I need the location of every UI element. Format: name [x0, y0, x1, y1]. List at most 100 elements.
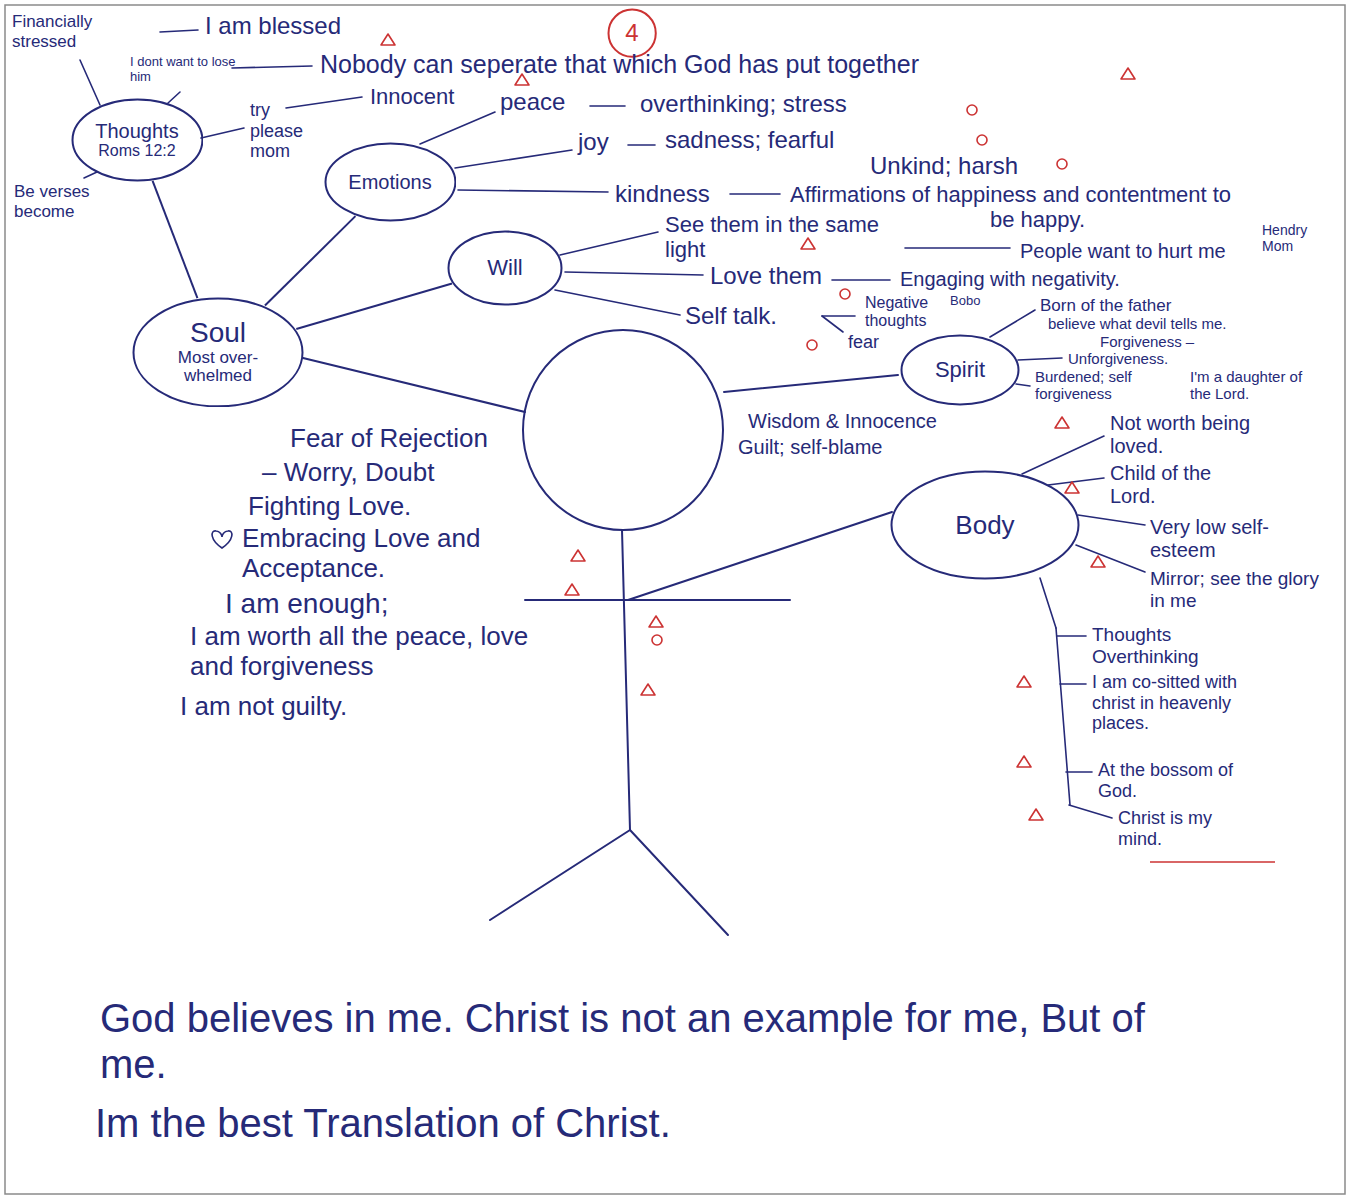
circle-mark	[967, 105, 977, 115]
node-outline	[608, 9, 655, 56]
mind-map-circle: ThoughtsRoms 12:2	[71, 98, 204, 182]
mind-map-circle: Body	[890, 470, 1080, 580]
note-text: Engaging with negativity.	[900, 268, 1120, 291]
dash-line	[160, 30, 198, 32]
mind-map-circle: Will	[447, 230, 563, 306]
dash-line	[590, 105, 625, 107]
note-text: Negative thoughts	[865, 294, 955, 331]
underline-mark	[1150, 861, 1275, 863]
dash-line	[730, 193, 780, 195]
bracket-tick	[1066, 771, 1092, 773]
leader-line	[1016, 384, 1030, 386]
note-text: Not worth being loved.	[1110, 412, 1280, 458]
node-text: Roms 12:2	[95, 142, 178, 160]
triangle-mark	[801, 238, 815, 249]
triangle-mark	[1055, 417, 1069, 428]
node-text: Will	[487, 256, 522, 280]
node-text: Soul	[163, 318, 273, 349]
circle-mark	[977, 135, 987, 145]
node-text: 4	[625, 20, 638, 46]
bracket-tick	[1069, 805, 1112, 818]
leader-lines	[80, 30, 1145, 818]
triangle-mark	[1029, 809, 1043, 820]
node-content: SoulMost over-whelmed	[163, 318, 273, 386]
leader-line	[990, 310, 1035, 337]
figure-head	[523, 330, 723, 530]
note-text: I'm a daughter of the Lord.	[1190, 368, 1310, 403]
note-text: Love them	[710, 262, 822, 290]
triangle-mark	[571, 550, 585, 561]
figure-leg	[490, 830, 630, 920]
circle-mark	[1057, 159, 1067, 169]
note-text: Bobo	[950, 294, 980, 309]
note-text: joy	[578, 128, 609, 156]
leader-line	[80, 60, 100, 105]
note-text: Born of the father	[1040, 296, 1171, 316]
triangle-mark	[1121, 68, 1135, 79]
bracket-tick	[1060, 683, 1086, 685]
note-text: Guilt; self-blame	[738, 436, 883, 459]
circle-mark	[840, 289, 850, 299]
triangle-mark	[641, 684, 655, 695]
triangle-mark	[1065, 482, 1079, 493]
triangle-mark	[565, 584, 579, 595]
leader-line	[455, 150, 572, 168]
dash-line	[286, 97, 362, 108]
mind-map-circle: Emotions	[324, 142, 457, 222]
note-text: Im the best Translation of Christ.	[95, 1100, 671, 1146]
note-text: Nobody can seperate that which God has p…	[320, 50, 919, 79]
note-text: Very low self-esteem	[1150, 516, 1280, 562]
note-text: Hendry Mom	[1262, 222, 1320, 254]
note-text: Burdened; self forgiveness	[1035, 368, 1175, 403]
note-text: peace	[500, 88, 565, 116]
node-content: Body	[955, 511, 1014, 540]
leader-line	[420, 112, 495, 144]
node-content: Will	[487, 256, 522, 280]
connector-line	[153, 181, 198, 298]
note-text: God believes in me. Christ is not an exa…	[100, 995, 1200, 1087]
node-content: ThoughtsRoms 12:2	[95, 120, 178, 160]
node-text: Thoughts	[95, 120, 178, 142]
figure-leg	[630, 830, 728, 935]
leader-line	[168, 92, 180, 103]
dash-line	[628, 144, 655, 146]
body-leader	[628, 512, 892, 600]
node-outline	[72, 100, 202, 181]
note-text: I am co-sitted with christ in heavenly p…	[1092, 672, 1242, 734]
note-text: See them in the same light	[665, 212, 915, 263]
note-text: overthinking; stress	[640, 90, 847, 118]
note-text: – Worry, Doubt	[262, 458, 434, 488]
mind-map-circle: Spirit	[900, 334, 1020, 406]
circle-mark	[807, 340, 817, 350]
bracket-line	[1040, 578, 1056, 628]
note-text: People want to hurt me	[1020, 240, 1226, 263]
connector-line	[265, 216, 355, 305]
note-text: sadness; fearful	[665, 126, 834, 154]
note-text: I dont want to lose him	[130, 55, 240, 85]
note-text: Thoughts Overthinking	[1092, 624, 1242, 668]
note-text: Financially stressed	[12, 12, 132, 51]
note-text: Wisdom & Innocence	[748, 410, 937, 433]
note-text: Fighting Love.	[248, 492, 411, 522]
node-content: Emotions	[348, 171, 431, 193]
triangle-mark	[1091, 556, 1105, 567]
note-text: Unkind; harsh	[870, 152, 1018, 180]
leader-line	[458, 190, 608, 192]
figure-trunk	[622, 530, 630, 830]
bracket-line	[1056, 628, 1070, 805]
leader-line	[560, 232, 658, 255]
leader-line	[84, 172, 97, 178]
triangle-mark	[1017, 676, 1031, 687]
bracket-tick	[1057, 635, 1086, 637]
page-frame	[5, 5, 1345, 1194]
leader-line	[1078, 515, 1145, 525]
node-text: Body	[955, 511, 1014, 540]
node-text: Most over-whelmed	[163, 349, 273, 386]
note-text: Embracing Love and Acceptance.	[242, 524, 572, 584]
leader-line	[1048, 478, 1104, 485]
note-text: Self talk.	[685, 302, 777, 330]
node-outline	[902, 336, 1019, 405]
leader-line	[555, 290, 680, 315]
note-text: Child of the Lord.	[1110, 462, 1260, 508]
